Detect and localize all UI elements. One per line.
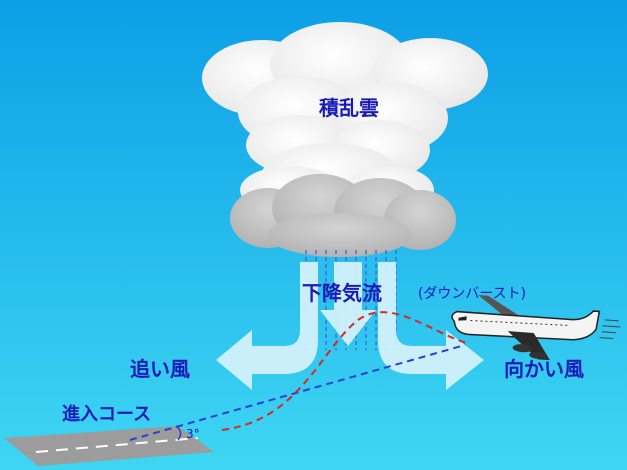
headwind-label: 向かい風 (504, 357, 584, 381)
approach-angle-label: 3° (186, 427, 200, 441)
left-outflow-arrow (216, 262, 318, 390)
angle-arc (175, 425, 182, 441)
downdraft-label: 下降気流 (302, 281, 382, 305)
cloud-label: 積乱雲 (319, 96, 379, 120)
right-outflow-arrow (378, 262, 484, 390)
cloud-base (230, 174, 456, 257)
glide-path-line (129, 344, 466, 441)
downdraft-arrows (216, 262, 484, 390)
downburst-label: (ダウンバースト) (418, 286, 526, 302)
airplane-icon (451, 295, 621, 361)
approach-course-label: 進入コース (62, 403, 151, 425)
center-down-arrow (320, 262, 376, 346)
cumulonimbus-cloud (202, 22, 488, 257)
runway (4, 426, 214, 466)
tailwind-label: 追い風 (130, 357, 190, 381)
flight-path-line (221, 311, 471, 431)
